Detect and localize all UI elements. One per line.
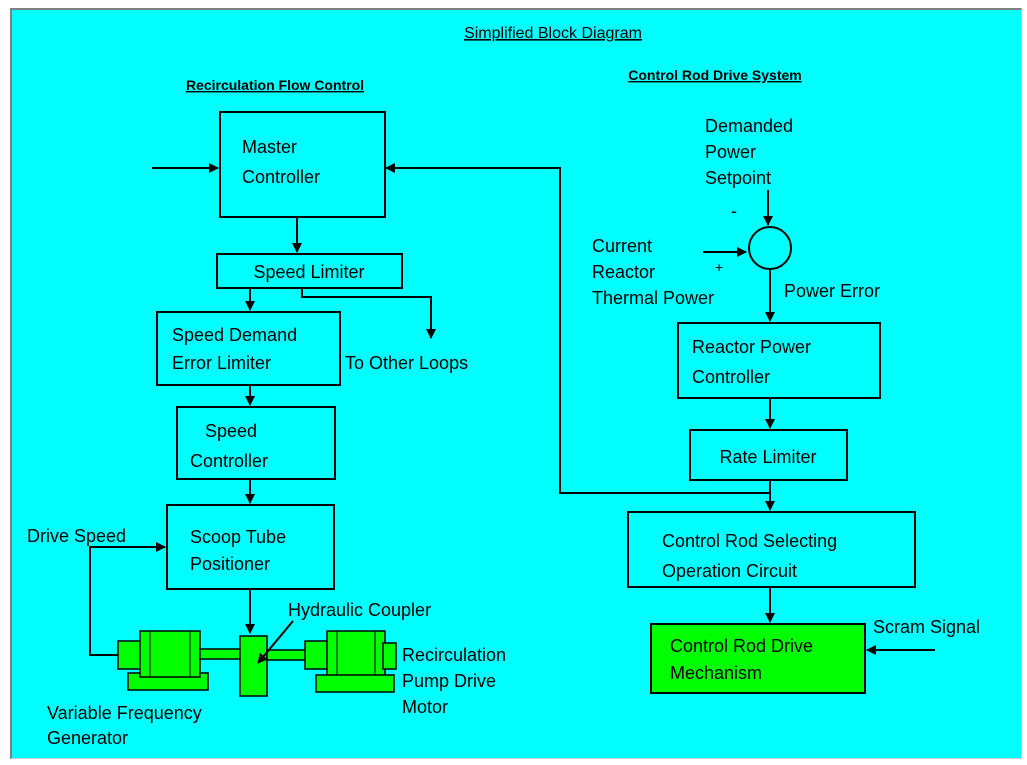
vfg-label-1: Variable Frequency: [47, 703, 202, 723]
hydraulic-coupler: [239, 635, 308, 697]
mechanism-label-2: Mechanism: [670, 663, 762, 683]
demanded-setpoint-label-1: Demanded: [705, 116, 793, 136]
selecting-label-2: Operation Circuit: [662, 561, 797, 581]
plus-sign: +: [715, 259, 723, 275]
speed-controller-block: Speed Controller: [176, 406, 336, 480]
error-limiter-label-2: Error Limiter: [172, 353, 271, 373]
reactor-power-controller-block: Reactor Power Controller: [677, 322, 881, 399]
master-controller-label-1: Master: [242, 137, 297, 157]
feedback-to-master-controller: [385, 163, 770, 494]
section-recirculation-flow-control: Recirculation Flow Control: [186, 77, 364, 93]
demanded-setpoint-label-3: Setpoint: [705, 168, 771, 188]
current-power-label-1: Current: [592, 236, 652, 256]
reactor-controller-label-2: Controller: [692, 367, 770, 387]
reactor-controller-label-1: Reactor Power: [692, 337, 811, 357]
scoop-tube-label-1: Scoop Tube: [190, 527, 286, 547]
power-error-label: Power Error: [784, 281, 880, 301]
arrow-to-other-loops: [301, 288, 436, 339]
hydraulic-coupler-pointer: [257, 620, 294, 664]
pump-motor-label-1: Recirculation: [402, 645, 506, 665]
scram-signal-label: Scram Signal: [873, 617, 980, 637]
control-rod-selecting-block: Control Rod Selecting Operation Circuit: [627, 511, 916, 588]
demanded-setpoint-label-2: Power: [705, 142, 756, 162]
master-controller-block: Master Controller: [219, 111, 386, 218]
rate-limiter-block: Rate Limiter: [689, 429, 848, 481]
error-limiter-label-1: Speed Demand: [172, 325, 297, 345]
variable-frequency-generator: [117, 630, 241, 691]
to-other-loops-label: To Other Loops: [345, 353, 468, 373]
selecting-label-1: Control Rod Selecting: [662, 531, 837, 551]
mechanism-label-1: Control Rod Drive: [670, 636, 813, 656]
speed-controller-label-1: Speed: [205, 421, 257, 441]
speed-limiter-label: Speed Limiter: [253, 262, 364, 282]
section-control-rod-drive-system: Control Rod Drive System: [628, 67, 801, 83]
current-power-label-3: Thermal Power: [592, 288, 714, 308]
speed-demand-error-limiter-block: Speed Demand Error Limiter: [156, 311, 341, 386]
master-controller-label-2: Controller: [242, 167, 320, 187]
rate-limiter-label: Rate Limiter: [719, 447, 816, 467]
minus-sign: -: [731, 201, 737, 221]
summing-junction: [748, 226, 792, 270]
diagram-title: Simplified Block Diagram: [464, 25, 642, 42]
scoop-tube-label-2: Positioner: [190, 554, 270, 574]
vfg-label-2: Generator: [47, 728, 128, 748]
pump-motor-label-2: Pump Drive: [402, 671, 496, 691]
speed-limiter-block: Speed Limiter: [216, 253, 403, 289]
current-power-label-2: Reactor: [592, 262, 655, 282]
speed-controller-label-2: Controller: [190, 451, 268, 471]
recirculation-pump-drive-motor: [304, 630, 397, 693]
drive-speed-feedback-line: [89, 542, 166, 656]
drive-speed-label: Drive Speed: [27, 526, 126, 546]
hydraulic-coupler-label: Hydraulic Coupler: [288, 600, 431, 620]
scoop-tube-positioner-block: Scoop Tube Positioner: [166, 504, 335, 590]
pump-motor-label-3: Motor: [402, 697, 448, 717]
control-rod-drive-mechanism-block: Control Rod Drive Mechanism: [650, 623, 866, 694]
